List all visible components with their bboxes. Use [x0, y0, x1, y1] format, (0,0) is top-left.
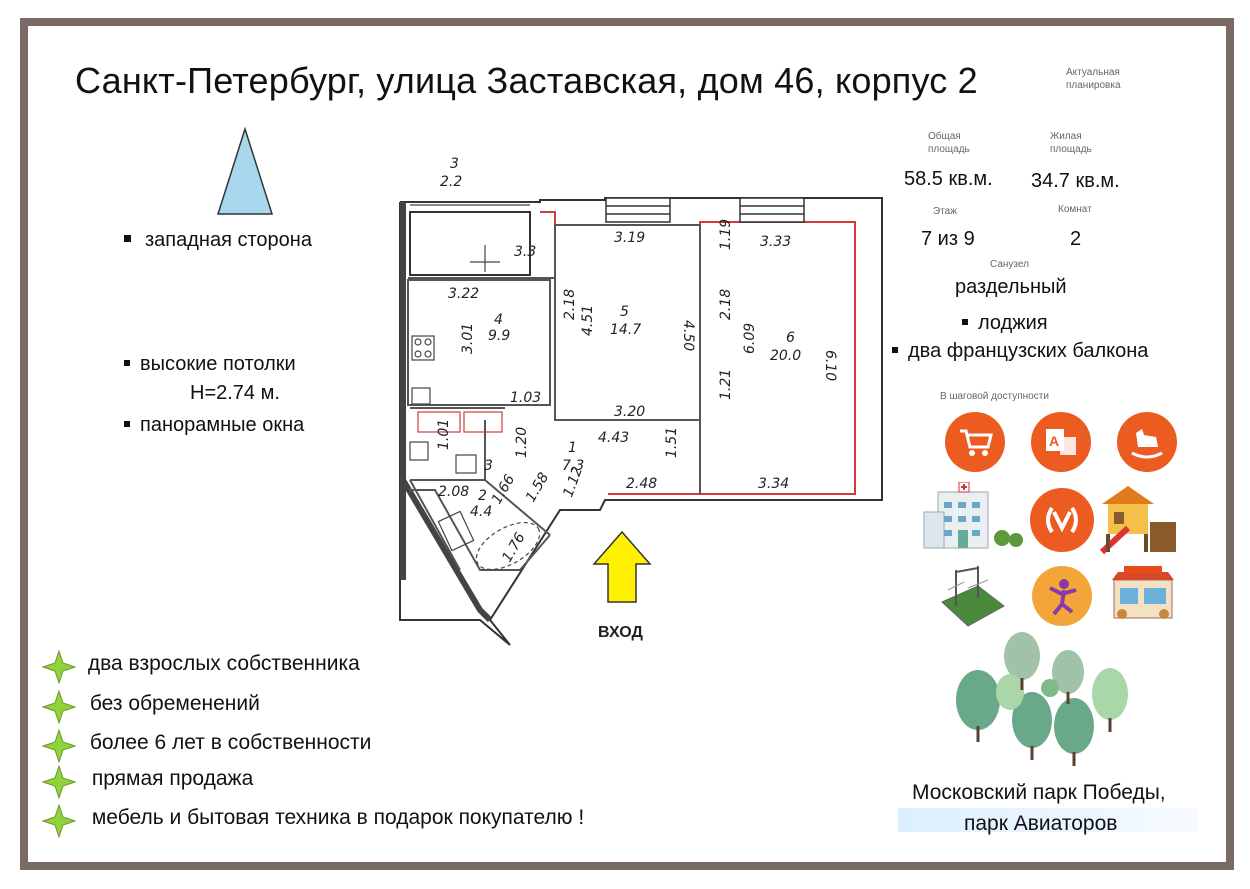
benefit-item: без обременений: [41, 689, 260, 725]
total-area-value: 58.5 кв.м.: [904, 168, 993, 190]
bathroom-label: Санузел: [990, 259, 1029, 270]
sports-ground-icon: [941, 566, 1005, 627]
benefit-item: два взрослых собственника: [41, 649, 360, 685]
hall-bottom-dim: 2.48: [626, 476, 657, 492]
room6-number: 6: [786, 330, 795, 346]
benefit-item: прямая продажа: [41, 764, 253, 800]
room5-right-dim: 4.50: [680, 320, 696, 351]
room6-bottom-dim: 3.34: [758, 476, 789, 492]
living-area-label: Жилая площадь: [1050, 131, 1092, 155]
high-ceilings-note: высокие потолки: [124, 353, 296, 376]
bullet-icon: [124, 359, 130, 366]
bathtub-dim: 1.76: [499, 530, 528, 565]
wc-side-dim: 1.01: [436, 419, 452, 450]
hall-right-dim: 1.51: [664, 427, 680, 458]
room5-top-dim: 3.19: [614, 230, 645, 246]
hall-left-dim: 1.20: [514, 427, 530, 458]
playground-icon: [1099, 486, 1176, 555]
room5-left-dim2: 4.51: [580, 305, 596, 336]
kitchen-bottom-dim: 1.03: [510, 390, 541, 406]
bath-area: 4.4: [470, 504, 492, 520]
panoramic-windows-note: панорамные окна: [124, 414, 304, 437]
metro-icon: [1030, 488, 1094, 552]
kitchen-number: 4: [494, 312, 503, 328]
kitchen-area: 9.9: [488, 328, 510, 344]
wc-number: 3: [484, 458, 493, 474]
rocking-horse-icon: [1117, 412, 1177, 472]
room5-number: 5: [620, 304, 629, 320]
bullet-icon: [124, 420, 130, 427]
west-side-triangle-icon: [216, 126, 274, 215]
bathroom-value: раздельный: [955, 276, 1067, 298]
loggia-area: 2.2: [440, 174, 462, 190]
entrance-label: ВХОД: [598, 624, 643, 641]
hall-area: 7.3: [562, 458, 584, 474]
room6-left-dim3: 1.21: [718, 369, 734, 400]
bullet-icon: [124, 235, 131, 243]
living-area-value: 34.7 кв.м.: [1031, 170, 1120, 192]
fitness-icon: [1032, 566, 1092, 626]
shopping-cart-icon: [945, 412, 1005, 472]
hall-number: 1: [568, 440, 577, 456]
loggia-number: 3: [450, 156, 459, 172]
west-side-note: западная сторона: [124, 229, 312, 252]
bath-number: 2: [478, 488, 487, 504]
layout-badge: Актуальная планировка: [1066, 67, 1121, 91]
balconies-note: два французских балкона: [892, 340, 1148, 363]
hall-top-dim: 4.43: [598, 430, 629, 446]
room6-area: 20.0: [770, 348, 801, 364]
bath-diag-dim2: 1.58: [523, 470, 552, 505]
floor-value: 7 из 9: [921, 228, 975, 250]
kitchen-side-dim: 3.01: [460, 323, 476, 354]
room6-left-dim2: 2.18: [718, 289, 734, 320]
bullet-icon: [962, 318, 968, 325]
total-area-label: Общая площадь: [928, 131, 970, 155]
benefit-item: более 6 лет в собственности: [41, 728, 371, 764]
bath-top-dim: 2.08: [438, 484, 469, 500]
parks-highlight: [898, 808, 1198, 832]
benefit-item: мебель и бытовая техника в подарок покуп…: [41, 803, 584, 839]
parks-line1: Московский парк Победы,: [912, 781, 1166, 804]
kitchen-top-dim: 3.22: [448, 286, 479, 302]
room5-left-dim1: 2.18: [562, 289, 578, 320]
room5-bottom-dim: 3.20: [614, 404, 645, 420]
ceiling-height: H=2.74 м.: [190, 382, 280, 404]
cafe-icon: [1112, 566, 1174, 619]
page-title: Санкт-Петербург, улица Заставская, дом 4…: [75, 60, 978, 101]
star-icon: [41, 689, 77, 725]
bath-diag-dim1: 1.66: [489, 472, 518, 507]
rooms-label: Комнат: [1058, 204, 1092, 215]
parks-line2: парк Авиаторов: [964, 812, 1118, 835]
star-icon: [41, 764, 77, 800]
room6-left-dim1: 1.19: [718, 219, 734, 250]
floor-plan: 3 2.2 3.3 3.22 4 9.9 3.01 1.03 3.19 5 14…: [399, 156, 883, 646]
entrance-arrow-icon: [592, 530, 652, 603]
hospital-icon: [923, 482, 1023, 549]
room6-right-dim: 6.10: [822, 350, 838, 381]
school-icon: A: [1031, 412, 1091, 472]
star-icon: [41, 728, 77, 764]
room6-side-dim: 6.09: [742, 323, 758, 354]
svg-text:A: A: [1049, 433, 1059, 449]
loggia-length: 3.3: [514, 244, 536, 260]
bullet-icon: [892, 346, 898, 353]
floor-label: Этаж: [933, 206, 957, 217]
room6-top-dim: 3.33: [760, 234, 791, 250]
park-trees-icon: [956, 632, 1128, 766]
star-icon: [41, 803, 77, 839]
loggia-note: лоджия: [962, 312, 1048, 335]
walkability-title: В шаговой доступности: [940, 391, 1049, 402]
rooms-value: 2: [1070, 228, 1082, 250]
room5-area: 14.7: [610, 322, 641, 338]
star-icon: [41, 649, 77, 685]
